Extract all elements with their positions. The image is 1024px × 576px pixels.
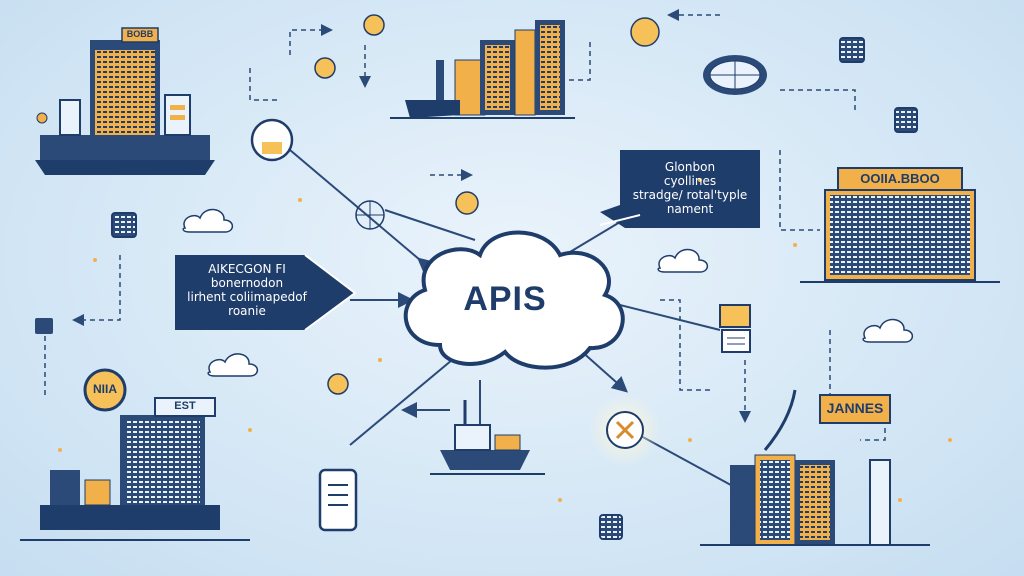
connector-line: [384, 209, 476, 241]
top-right-building: [800, 167, 1000, 283]
bottom-right-buildings: [700, 389, 930, 546]
bottom-left-badge-sign: NIIA: [93, 382, 117, 396]
connector-line: [579, 349, 628, 393]
dashed-connector: [780, 89, 856, 110]
dashed-connector: [289, 24, 333, 55]
top-center-buildings: [390, 20, 575, 119]
bottom-right-building-sign: JANNES: [826, 400, 884, 416]
dashed-connector: [779, 150, 820, 231]
top-left-building-sign: BOBB: [126, 29, 154, 39]
radar-icon: [355, 200, 385, 230]
top-left-building: [35, 27, 215, 175]
dots-decor: [58, 78, 952, 502]
document-icon: [719, 304, 751, 353]
dashed-lines: [44, 9, 886, 441]
bottom-left-building: [20, 368, 250, 541]
spark-icon: [589, 394, 661, 466]
server-icon: [318, 468, 358, 532]
lock-icon: [35, 318, 53, 334]
grid-chip-icon: [111, 37, 918, 540]
connector-line: [289, 149, 435, 274]
sun-badge-icons: [314, 14, 660, 395]
dashed-connector: [660, 299, 710, 391]
dashed-connector: [560, 40, 591, 81]
left-callout: [175, 254, 357, 331]
left-building-top-sign: EST: [174, 400, 196, 412]
globe-icon: [703, 55, 767, 95]
right-callout: [599, 150, 760, 228]
lightbulb-icon: [250, 118, 294, 162]
dashed-connector: [249, 68, 280, 101]
dashed-connector: [72, 255, 121, 326]
central-cloud: [403, 230, 625, 370]
bottom-center-ship: [430, 400, 545, 475]
top-right-building-sign: OOIIA.BBOO: [860, 171, 940, 186]
cloud-decor-icons: [182, 208, 914, 377]
api-cloud-label: APIS: [463, 280, 547, 318]
